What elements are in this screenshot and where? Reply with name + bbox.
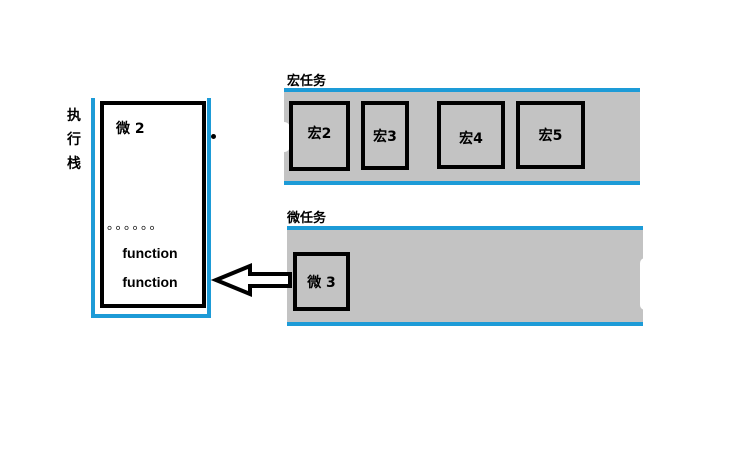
micro-task-label: 微 3 <box>307 274 336 291</box>
macro-task-2: 宏3 <box>361 101 409 170</box>
micro-queue-notch <box>640 258 645 310</box>
macro-task-label: 宏3 <box>373 128 397 145</box>
macro-task-label: 宏4 <box>459 131 483 147</box>
stack-item-function-2: function <box>122 274 178 290</box>
macro-task-label: 宏5 <box>538 128 563 144</box>
stack-item-function-1: function <box>122 245 178 261</box>
execution-stack-label: 执 行 栈 <box>66 104 82 176</box>
stack-ellipsis: 。。。。。。 <box>107 218 165 233</box>
micro-queue-title: 微任务 <box>287 211 327 226</box>
stack-item-micro-2: 微 2 <box>116 121 145 137</box>
macro-queue-notch <box>284 122 290 152</box>
stack-marker-dot <box>211 134 216 139</box>
macro-task-4: 宏5 <box>516 101 585 169</box>
macro-task-label: 宏2 <box>307 126 332 142</box>
stack-label-char-3: 栈 <box>67 156 81 172</box>
left-arrow-icon <box>210 263 292 297</box>
stack-label-char-1: 执 <box>67 108 81 124</box>
execution-stack-container <box>91 98 211 318</box>
macro-task-1: 宏2 <box>289 101 350 171</box>
micro-task-1: 微 3 <box>293 252 350 311</box>
stack-label-char-2: 行 <box>67 132 81 148</box>
execution-stack-frame <box>100 101 206 308</box>
macro-task-3: 宏4 <box>437 101 505 169</box>
macro-queue-title: 宏任务 <box>287 74 327 89</box>
